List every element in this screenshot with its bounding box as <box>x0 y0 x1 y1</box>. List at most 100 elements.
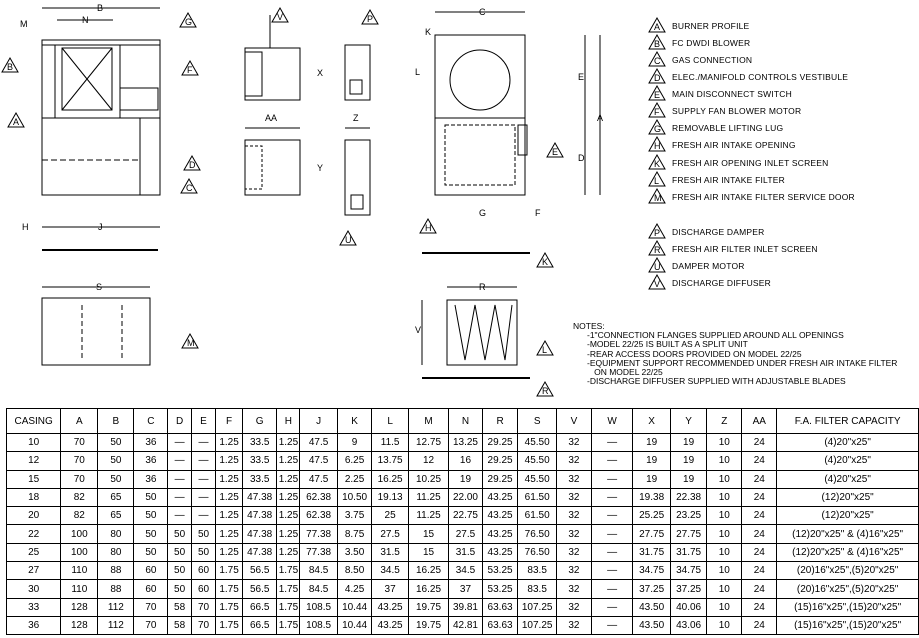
legend-item-label: MAIN DISCONNECT SWITCH <box>672 89 792 99</box>
table-cell: 12 <box>407 451 450 471</box>
table-cell: 2.25 <box>336 469 373 489</box>
table-cell: 47.38 <box>241 506 278 526</box>
table-cell: 36 <box>133 469 169 489</box>
table-cell: 63.63 <box>481 615 519 636</box>
table-cell: 1.25 <box>276 524 301 544</box>
table-cell: (4)20"x25" <box>776 469 919 489</box>
table-cell: (4)20"x25" <box>776 451 919 471</box>
table-cell: 3.50 <box>336 542 373 563</box>
table-cell: 10 <box>706 432 743 453</box>
table-cell: 50 <box>133 524 169 544</box>
legend-item-label: ELEC./MANIFOLD CONTROLS VESTIBULE <box>672 72 849 82</box>
table-cell: 24 <box>741 524 778 544</box>
note-item: -EQUIPMENT SUPPORT RECOMMENDED UNDER FRE… <box>587 357 898 378</box>
legend-key-v: V <box>654 279 660 289</box>
table-cell: 108.5 <box>299 615 338 636</box>
table-cell: 36 <box>5 615 62 636</box>
table-cell: 19 <box>669 432 708 453</box>
table-cell: — <box>590 451 634 471</box>
svg-text:AA: AA <box>265 113 277 123</box>
column-header: N <box>448 408 483 434</box>
table-cell: 43.25 <box>481 487 519 508</box>
table-cell: 3.75 <box>336 506 373 526</box>
callout-a: A <box>13 117 19 127</box>
table-cell: 47.38 <box>241 524 278 544</box>
table-cell: 1.25 <box>276 451 301 471</box>
table-cell: 29.25 <box>481 469 519 489</box>
table-cell: 53.25 <box>481 579 519 599</box>
table-cell: 12 <box>5 451 62 471</box>
table-cell: 70 <box>133 615 169 636</box>
table-cell: 25 <box>371 506 409 526</box>
table-cell: 25 <box>5 542 62 563</box>
table-cell: 70 <box>60 432 99 453</box>
legend-item-label: FRESH AIR FILTER INLET SCREEN <box>672 244 818 254</box>
table-cell: 76.50 <box>517 524 557 544</box>
table-cell: (4)20"x25" <box>776 432 919 453</box>
table-cell: 32 <box>555 561 592 581</box>
svg-text:M: M <box>20 19 28 29</box>
table-cell: 82 <box>60 506 99 526</box>
table-cell: (12)20"x25" <box>776 506 919 526</box>
column-header: R <box>481 408 519 434</box>
table-cell: 32 <box>555 469 592 489</box>
table-cell: 36 <box>133 432 169 453</box>
table-cell: 66.5 <box>241 597 278 617</box>
svg-text:D: D <box>578 153 585 163</box>
legend-key-l: L <box>654 176 659 186</box>
table-cell: 112 <box>97 597 135 617</box>
table-cell: 34.75 <box>669 561 708 581</box>
legend-key-k-triangle <box>648 153 666 170</box>
legend-key-d-triangle <box>648 67 666 84</box>
table-cell: 33 <box>5 597 62 617</box>
table-cell: 50 <box>97 432 135 453</box>
column-header: F <box>215 408 243 434</box>
table-cell: 45.50 <box>517 469 557 489</box>
column-header: E <box>190 408 217 434</box>
table-cell: 50 <box>97 469 135 489</box>
table-cell: 22 <box>5 524 62 544</box>
svg-text:R: R <box>479 282 486 292</box>
column-header: C <box>133 408 169 434</box>
callout-k: K <box>542 257 548 267</box>
legend-item-label: BURNER PROFILE <box>672 21 750 31</box>
table-cell: 88 <box>97 579 135 599</box>
table-cell: 1.25 <box>215 487 243 508</box>
table-cell: 47.5 <box>299 469 338 489</box>
table-cell: 70 <box>190 615 217 636</box>
callout-a-triangle <box>7 111 25 128</box>
column-header: X <box>632 408 671 434</box>
table-cell: 16.25 <box>407 561 450 581</box>
svg-text:Z: Z <box>353 113 359 123</box>
table-cell: 1.25 <box>276 506 301 526</box>
table-cell: 43.50 <box>632 615 671 636</box>
table-cell: 22.75 <box>448 506 483 526</box>
table-cell: 84.5 <box>299 579 338 599</box>
table-cell: 24 <box>741 542 778 563</box>
table-cell: 32 <box>555 451 592 471</box>
table-cell: — <box>167 451 192 471</box>
column-header: A <box>60 408 99 434</box>
table-cell: 10 <box>706 542 743 563</box>
table-cell: 50 <box>167 579 192 599</box>
callout-c-triangle <box>180 177 198 194</box>
table-cell: 50 <box>190 542 217 563</box>
svg-text:J: J <box>98 222 103 232</box>
table-cell: 10.50 <box>336 487 373 508</box>
table-cell: 24 <box>741 469 778 489</box>
callout-u-triangle <box>339 229 357 246</box>
table-cell: 1.25 <box>215 506 243 526</box>
table-cell: 43.50 <box>632 597 671 617</box>
svg-text:C: C <box>479 7 486 17</box>
table-cell: (20)16"x25",(5)20"x25" <box>776 561 919 581</box>
table-cell: 1.25 <box>276 487 301 508</box>
table-cell: 43.25 <box>481 542 519 563</box>
table-cell: 10 <box>706 615 743 636</box>
callout-g: G <box>185 17 192 27</box>
callout-h-triangle <box>419 217 437 234</box>
